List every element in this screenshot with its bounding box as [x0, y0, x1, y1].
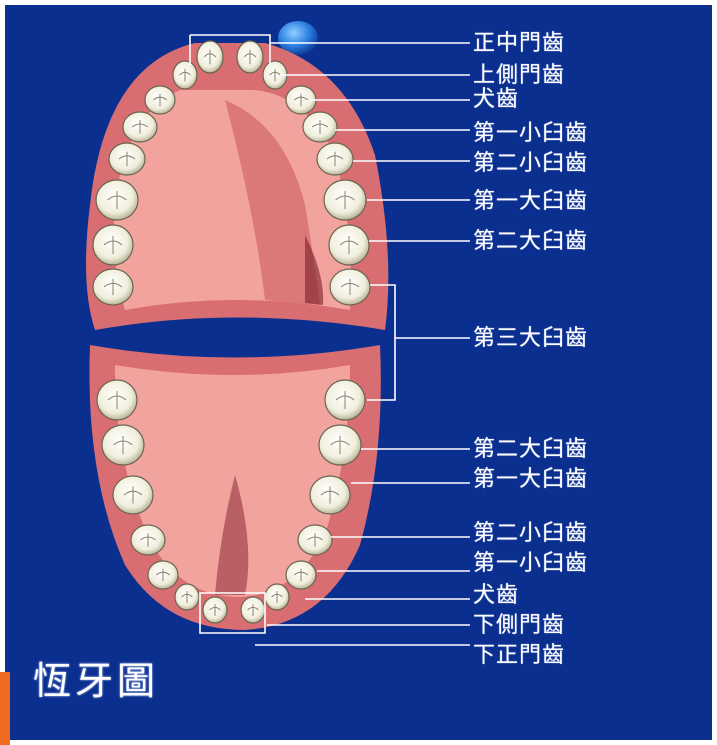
label-upper-canine: 犬齒 — [473, 87, 519, 113]
label-lower-canine: 犬齒 — [473, 583, 519, 609]
label-lower-first-premolar: 第一小臼齒 — [473, 551, 588, 577]
label-lower-lateral-incisor: 下側門齒 — [473, 613, 565, 639]
label-lower-second-premolar: 第二小臼齒 — [473, 521, 588, 547]
accent-tab — [0, 672, 10, 745]
label-upper-first-premolar: 第一小臼齒 — [473, 121, 588, 147]
label-upper-central-incisor: 正中門齒 — [473, 31, 565, 57]
diagram-panel: 正中門齒 上側門齒 犬齒 第一小臼齒 第二小臼齒 第一大臼齒 第二大臼齒 第三大… — [5, 5, 712, 740]
label-upper-first-molar: 第一大臼齒 — [473, 189, 588, 215]
label-upper-second-molar: 第二大臼齒 — [473, 229, 588, 255]
diagram-title: 恆牙圖 — [33, 657, 159, 705]
label-lower-first-molar: 第一大臼齒 — [473, 467, 588, 493]
label-upper-second-premolar: 第二小臼齒 — [473, 151, 588, 177]
label-lower-second-molar: 第二大臼齒 — [473, 437, 588, 463]
label-lower-central-incisor: 下正門齒 — [473, 643, 565, 669]
teeth-diagram — [5, 5, 712, 740]
label-upper-lateral-incisor: 上側門齒 — [473, 63, 565, 89]
label-third-molar: 第三大臼齒 — [473, 326, 588, 352]
